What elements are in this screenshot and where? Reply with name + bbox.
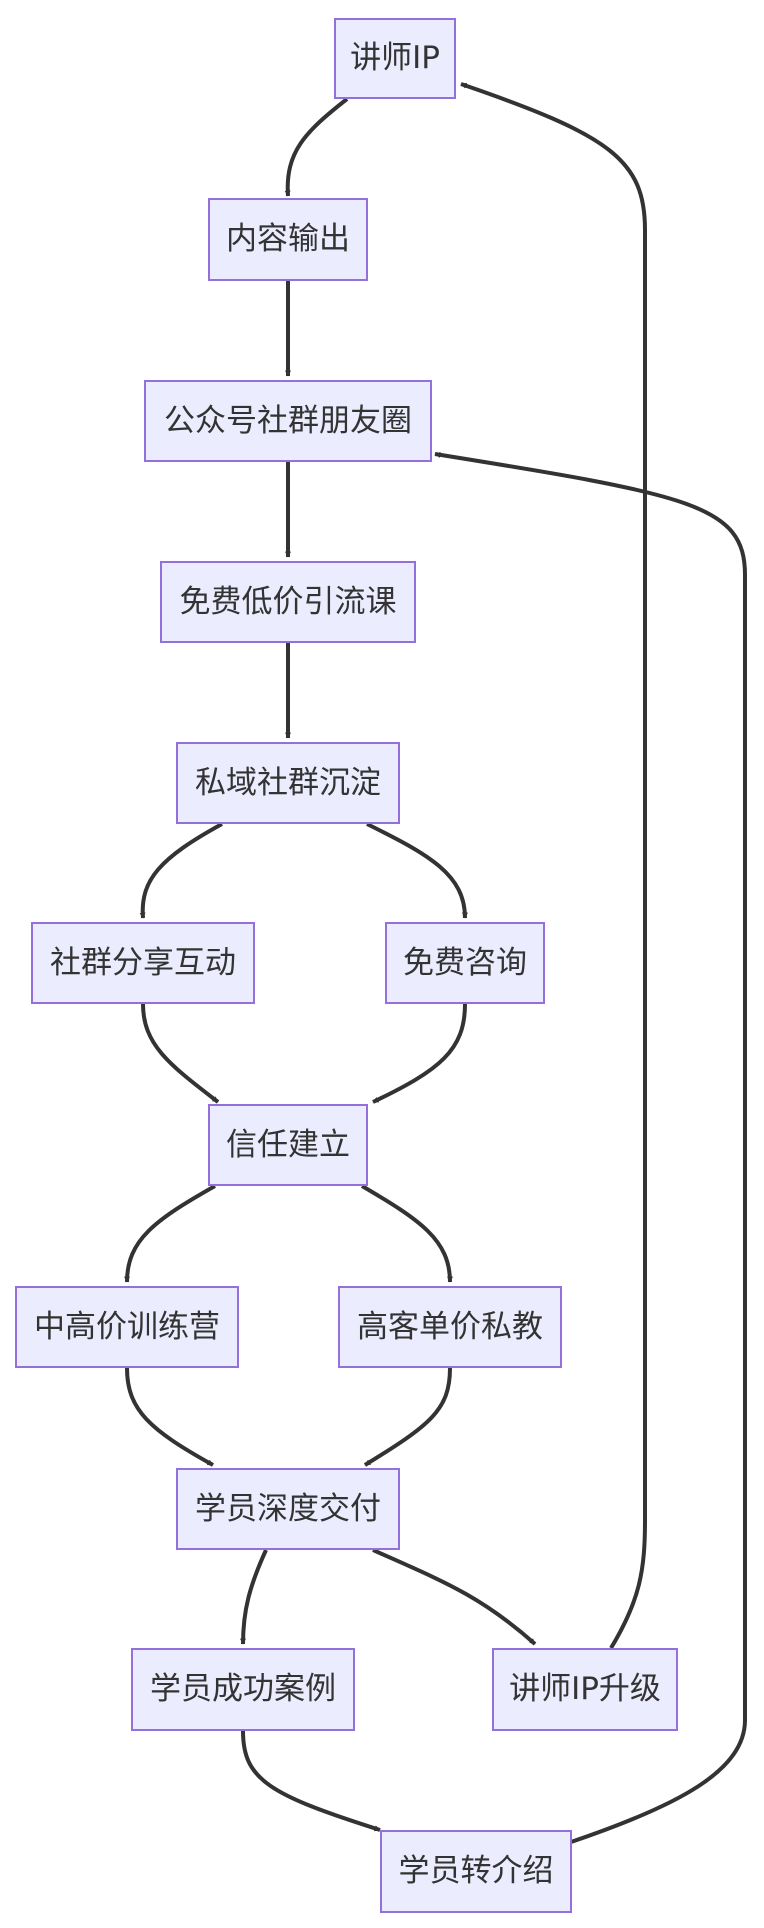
edge-n7-n8 — [372, 1003, 467, 1104]
edge-n13-n1 — [460, 82, 647, 1650]
edge-n12-n14 — [241, 1730, 381, 1832]
edge-n11-n12 — [240, 1549, 268, 1645]
node-free-lowcost-lead-course: 免费低价引流课 — [160, 561, 416, 643]
node-high-ticket-coaching: 高客单价私教 — [338, 1286, 562, 1368]
edge-n14-n3 — [434, 451, 747, 1844]
node-lecturer-ip-upgrade: 讲师IP升级 — [492, 1648, 678, 1731]
edge-n1-n2 — [284, 97, 349, 197]
node-private-community: 私域社群沉淀 — [176, 742, 400, 824]
node-student-referral: 学员转介绍 — [380, 1830, 572, 1913]
edge-n5-n7 — [366, 822, 468, 919]
node-mid-high-bootcamp: 中高价训练营 — [15, 1286, 239, 1368]
node-lecturer-ip: 讲师IP — [334, 18, 456, 99]
node-free-consultation: 免费咨询 — [385, 922, 545, 1004]
edge-n8-n9 — [124, 1184, 216, 1283]
edge-n5-n6 — [139, 822, 223, 919]
node-content-output: 内容输出 — [208, 198, 368, 281]
edge-n10-n11 — [363, 1367, 452, 1467]
edge-n9-n11 — [125, 1367, 214, 1467]
node-deep-delivery: 学员深度交付 — [176, 1468, 400, 1550]
node-wechat-community-moments: 公众号社群朋友圈 — [144, 380, 432, 462]
node-success-cases: 学员成功案例 — [131, 1648, 355, 1731]
edge-n8-n10 — [360, 1184, 453, 1283]
edge-n6-n8 — [141, 1003, 220, 1104]
node-trust-building: 信任建立 — [208, 1104, 368, 1186]
node-community-sharing: 社群分享互动 — [31, 922, 255, 1004]
edge-n11-n13 — [372, 1548, 537, 1646]
